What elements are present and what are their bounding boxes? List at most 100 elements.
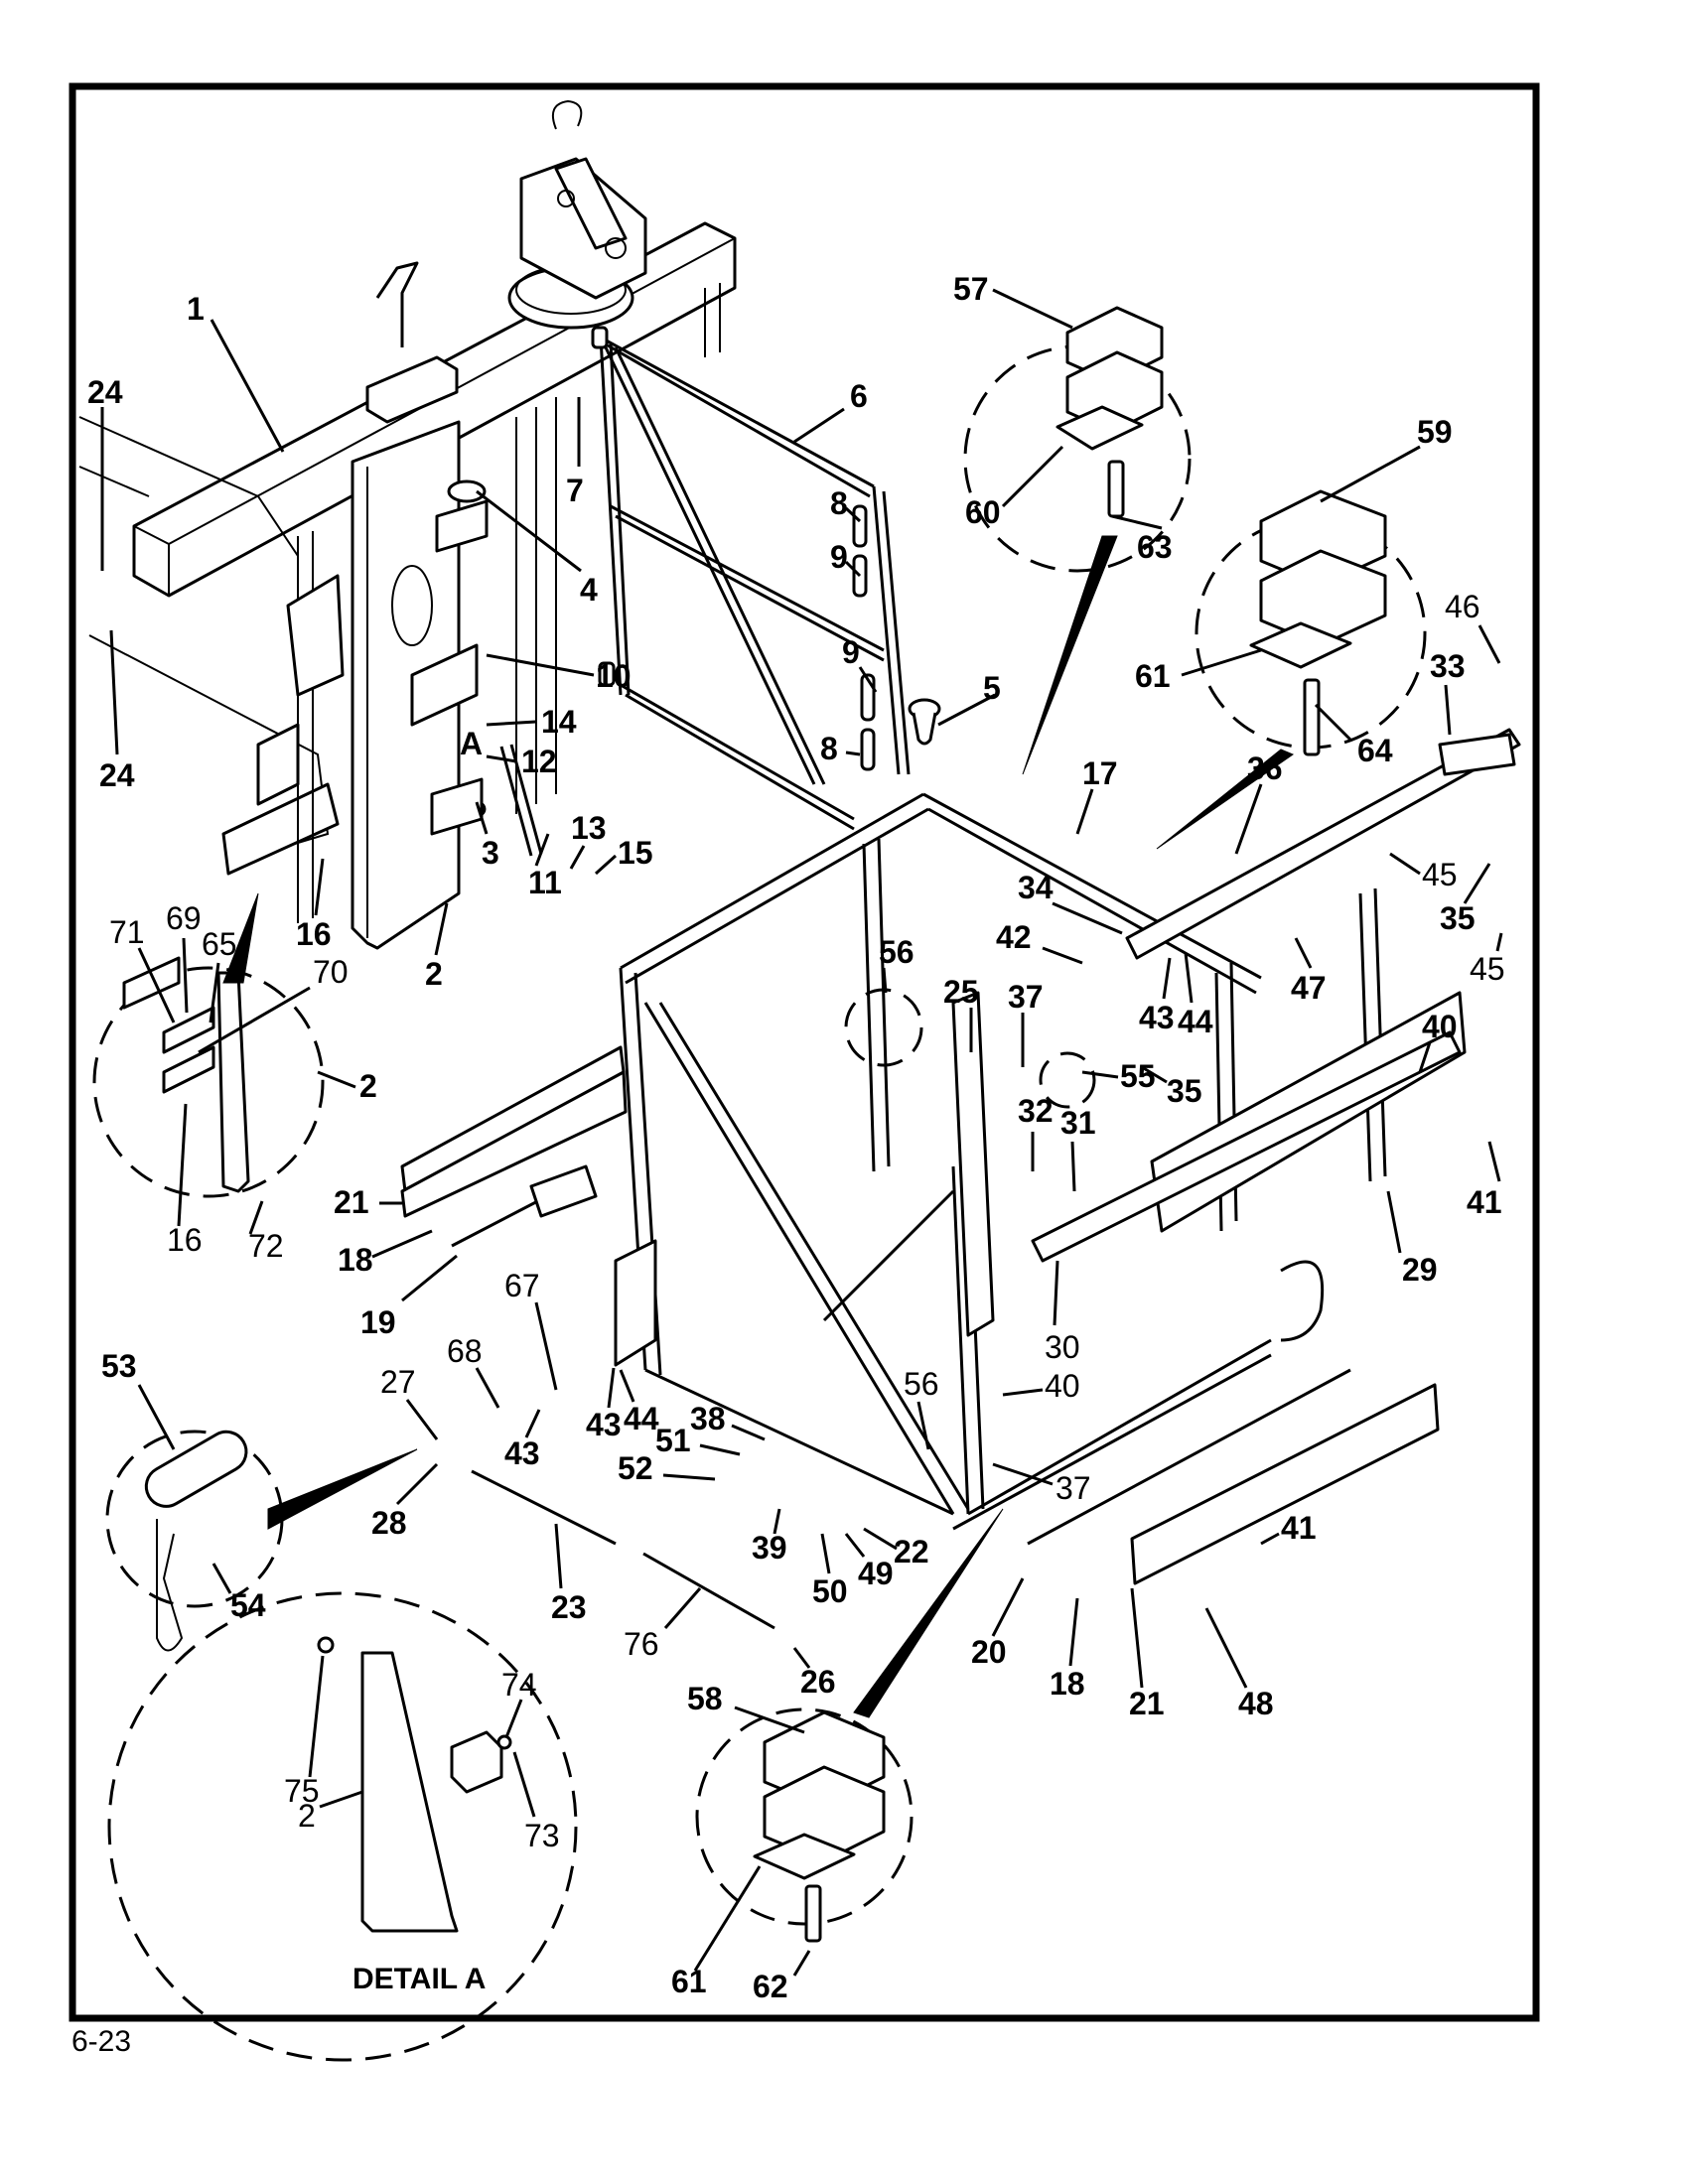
callout-35: 35	[1440, 900, 1476, 936]
callout-23: 23	[551, 1589, 587, 1625]
leader-line	[594, 854, 618, 876]
callout-31: 31	[1060, 1105, 1096, 1141]
leader-line	[314, 858, 325, 916]
leader-line	[820, 1533, 831, 1574]
callout-37: 37	[1008, 979, 1044, 1015]
callout-40: 40	[1422, 1009, 1458, 1044]
callout-68: 68	[447, 1333, 483, 1369]
callout-16: 16	[167, 1222, 203, 1258]
callout-62: 62	[753, 1969, 788, 2004]
callout-17: 17	[1082, 755, 1118, 791]
callout-41: 41	[1467, 1184, 1502, 1220]
callout-64: 64	[1357, 733, 1393, 768]
leader-line	[534, 1301, 558, 1391]
callout-20: 20	[971, 1634, 1007, 1670]
leader-line	[1444, 684, 1452, 736]
leader-line	[405, 1399, 439, 1440]
wedge-pointer	[1156, 749, 1295, 850]
callout-5: 5	[983, 670, 1001, 706]
clamp-right	[1249, 489, 1387, 756]
leader-line	[1130, 1587, 1144, 1689]
leader-line	[1070, 1141, 1076, 1192]
leader-line	[991, 1577, 1025, 1637]
leader-line	[476, 489, 582, 573]
leader-line	[619, 1369, 635, 1403]
leader-line	[475, 801, 489, 835]
callout-40: 40	[1045, 1368, 1080, 1404]
leader-line	[1386, 1190, 1402, 1254]
leader-line	[882, 967, 888, 994]
side-rails	[400, 1045, 1440, 1585]
leader-line	[731, 1424, 766, 1441]
leader-line	[1234, 783, 1263, 855]
leader-line	[1294, 937, 1313, 969]
leader-line	[844, 1533, 866, 1558]
callout-2: 2	[298, 1798, 316, 1834]
leader-line	[182, 937, 189, 1014]
callout-50: 50	[812, 1573, 848, 1609]
leader-line	[209, 962, 220, 1024]
callout-19: 19	[360, 1304, 396, 1340]
leader-lines	[100, 288, 1503, 1977]
callout-1: 1	[187, 291, 205, 327]
leader-line	[534, 833, 550, 867]
leader-line	[1075, 788, 1094, 835]
leader-line	[662, 1473, 716, 1481]
callout-29: 29	[1402, 1252, 1438, 1288]
pin-detail	[144, 1430, 248, 1652]
callout-36: 36	[1247, 751, 1283, 786]
callout-70: 70	[313, 954, 349, 990]
callout-8: 8	[830, 485, 848, 521]
leader-line	[663, 1587, 702, 1629]
leader-line	[1487, 1141, 1501, 1182]
callout-54: 54	[230, 1587, 266, 1623]
callout-2: 2	[425, 956, 443, 992]
callout-49: 49	[858, 1556, 894, 1591]
leader-line	[1042, 946, 1083, 965]
callout-57: 57	[953, 271, 989, 307]
callout-52: 52	[618, 1450, 653, 1486]
detail-a-plate	[317, 1636, 512, 1933]
leader-line	[845, 751, 861, 756]
leader-line	[569, 845, 586, 870]
callout-75: 75	[284, 1773, 320, 1809]
leader-line	[1418, 1041, 1432, 1073]
leader-line	[734, 1706, 805, 1734]
callout-18: 18	[338, 1242, 373, 1278]
wedge-pointer	[222, 892, 259, 984]
callout-42: 42	[996, 919, 1032, 955]
detail-circle-detail-a	[107, 1591, 578, 2062]
callout-51: 51	[655, 1423, 691, 1458]
leader-line	[1081, 1070, 1119, 1079]
callout-21: 21	[1129, 1686, 1165, 1721]
callout-27: 27	[380, 1364, 416, 1400]
callout-24: 24	[99, 757, 135, 793]
diagram-frame	[69, 82, 1540, 2022]
leader-line	[319, 1790, 363, 1809]
leader-line	[401, 1254, 458, 1302]
leader-line	[699, 1443, 741, 1456]
callout-2: 2	[359, 1068, 377, 1104]
leader-line	[434, 902, 449, 956]
callout-10: 10	[596, 658, 632, 694]
callout-4: 4	[580, 572, 598, 608]
callout-48: 48	[1238, 1686, 1274, 1721]
callout-8: 8	[820, 731, 838, 766]
callout-44: 44	[624, 1401, 659, 1436]
callout-11: 11	[528, 865, 562, 900]
clamp-top	[1055, 306, 1164, 518]
callout-16: 16	[296, 916, 332, 952]
detail-marker-a: A	[460, 726, 483, 761]
leader-line	[1052, 901, 1123, 935]
callout-30: 30	[1045, 1329, 1080, 1365]
leader-line	[109, 629, 119, 755]
callout-41: 41	[1281, 1510, 1317, 1546]
leader-line	[992, 1462, 1054, 1486]
wedge-pointer	[853, 1508, 1004, 1718]
leader-line	[792, 1647, 811, 1669]
leader-line	[916, 1401, 930, 1450]
leader-line	[844, 506, 862, 523]
leader-line	[504, 1699, 523, 1738]
